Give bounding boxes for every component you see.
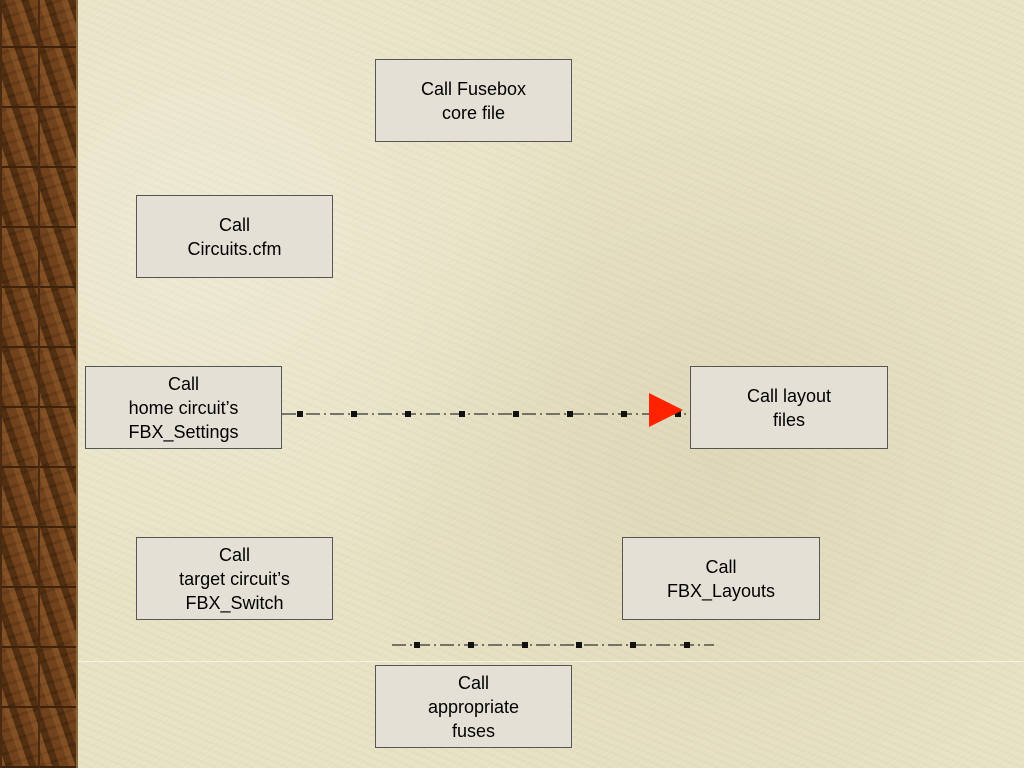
box-label-line: FBX_Settings	[128, 421, 239, 442]
box-label-line: target circuit’s	[179, 568, 290, 589]
box-label-line: Call	[457, 672, 489, 693]
call-fbx-layouts-box: Call FBX_Layouts	[622, 537, 820, 620]
fuses-connector	[392, 642, 714, 648]
box-label-line: appropriate	[427, 696, 520, 717]
call-circuits-box: Call Circuits.cfm	[136, 195, 333, 278]
box-label-line: home circuit’s	[128, 397, 239, 418]
box-label-line: Call	[218, 214, 250, 235]
box-label-line: Call	[167, 373, 199, 394]
box-label-line: FBX_Switch	[185, 592, 284, 613]
background-divider-line	[78, 661, 1024, 662]
call-target-switch-box: Call target circuit’s FBX_Switch	[136, 537, 333, 620]
call-layout-files-box: Call layout files	[690, 366, 888, 449]
box-label-line: Circuits.cfm	[187, 238, 282, 259]
box-label-line: Call layout	[746, 385, 832, 406]
box-label-line: files	[772, 409, 805, 430]
box-label-line: core file	[441, 102, 506, 123]
call-home-settings-box: Call home circuit’s FBX_Settings	[85, 366, 282, 449]
red-arrow-icon	[649, 393, 683, 427]
call-fusebox-core-file-box: Call Fusebox core file	[375, 59, 572, 142]
box-label-line: Call Fusebox	[420, 78, 527, 99]
settings-to-layout-connector	[282, 411, 690, 417]
box-label-line: Call	[705, 556, 737, 577]
call-appropriate-fuses-box: Call appropriate fuses	[375, 665, 572, 748]
wood-side-strip	[0, 0, 78, 768]
box-label-line: fuses	[451, 720, 496, 741]
box-label-line: FBX_Layouts	[666, 580, 776, 601]
box-label-line: Call	[218, 544, 250, 565]
wood-strip-edge	[76, 0, 78, 768]
